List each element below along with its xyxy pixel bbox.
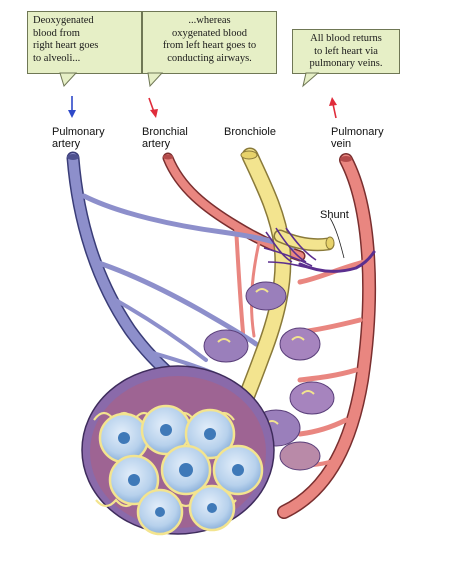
label-line: Pulmonary	[331, 126, 384, 138]
arrow-down-red-icon	[148, 97, 158, 118]
callout-text: conducting airways.	[167, 52, 252, 64]
callout-text: ...whereas	[188, 15, 231, 26]
pulmonary-vein-label: Pulmonary vein	[331, 126, 384, 150]
callout-text: blood from	[33, 27, 80, 39]
bronchial-artery-label: Bronchial artery	[142, 126, 188, 150]
shunt-label: Shunt	[320, 209, 349, 221]
label-line: Pulmonary	[52, 126, 105, 138]
callout-text: Deoxygenated	[33, 15, 94, 26]
callout-text: from left heart goes to	[162, 40, 257, 51]
label-line: vein	[331, 138, 352, 150]
callout-text: right heart goes	[33, 40, 99, 51]
callout-tail	[59, 72, 78, 87]
alveolar-clusters-small	[203, 281, 335, 471]
callout-tail	[147, 72, 164, 88]
label-line: Bronchial	[142, 126, 188, 138]
shunt-vessel	[298, 250, 376, 273]
capillary-network	[263, 217, 376, 273]
callout-text: pulmonary veins.	[309, 58, 383, 69]
callout-oxygenated: ...whereas oxygenated blood from left he…	[142, 11, 277, 74]
arrow-down-blue-icon	[68, 96, 76, 118]
label-line: artery	[142, 138, 171, 150]
callout-text: to alveoli...	[33, 52, 81, 64]
pulmonary-artery-label: Pulmonary artery	[52, 126, 105, 150]
callout-text: to left heart via	[314, 45, 378, 57]
shunt-pointer-line	[329, 217, 345, 259]
callout-text: All blood returns	[310, 33, 382, 44]
bronchiole-label: Bronchiole	[224, 126, 276, 138]
label-line: artery	[52, 138, 81, 150]
alveolar-sac-cluster	[81, 365, 275, 536]
callout-deoxygenated: Deoxygenated blood from right heart goes…	[27, 11, 142, 74]
pulmonary-vein-vessel	[277, 153, 377, 519]
callout-return: All blood returns to left heart via pulm…	[292, 29, 400, 74]
callout-text: oxygenated blood	[172, 27, 247, 39]
callout-tail	[302, 72, 320, 88]
arrow-up-red-icon	[329, 97, 337, 119]
